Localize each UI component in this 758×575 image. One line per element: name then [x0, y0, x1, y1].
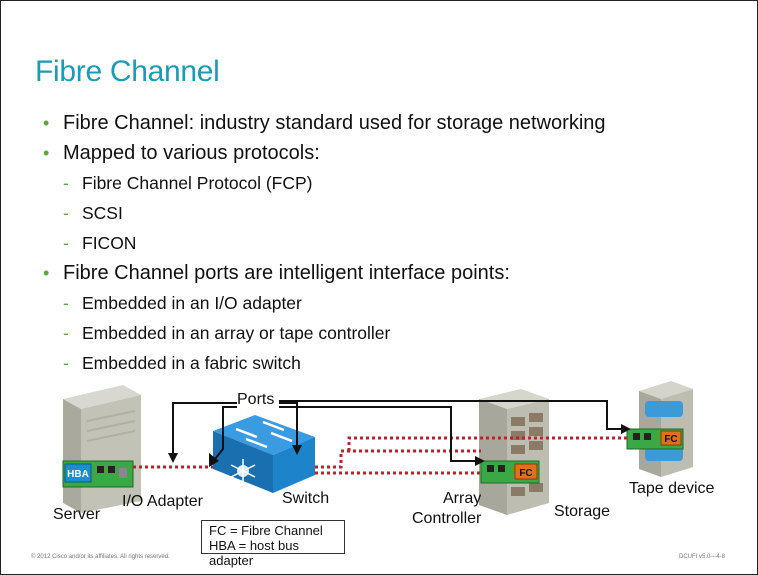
bullet-text: Fibre Channel: industry standard used fo… [63, 112, 606, 134]
bullet-dot-icon: • [43, 113, 50, 133]
bullet-text: SCSI [82, 203, 123, 223]
bullet-dash-icon: - [63, 173, 69, 193]
bullet-text: Embedded in an array or tape controller [82, 323, 391, 343]
array-fc-card-icon: FC [480, 460, 540, 484]
bullet-dash-icon: - [63, 353, 69, 373]
switch-label: Switch [282, 490, 330, 507]
storage-array-icon [479, 389, 549, 515]
bullet-text: Mapped to various protocols: [63, 142, 320, 164]
tape-fc-card-icon: FC [626, 428, 684, 450]
hba-card-icon: HBA [62, 460, 134, 488]
switch-icon [213, 415, 315, 493]
link-switch-array-top [315, 449, 481, 469]
page-title: Fibre Channel [35, 55, 220, 88]
bullet-dot-icon: • [43, 263, 50, 283]
port-arrows [172, 400, 625, 462]
bullet-item: -SCSI [41, 199, 606, 229]
hba-chip-label: HBA [67, 469, 89, 480]
ports-label: Ports [237, 391, 275, 408]
array-fc-chip-label: FC [519, 468, 532, 479]
io-adapter-label: I/O Adapter [122, 493, 203, 510]
link-switch-tape [347, 436, 627, 451]
bullet-item: • Fibre Channel: industry standard used f… [41, 109, 606, 139]
bullet-dash-icon: - [63, 233, 69, 253]
server-label: Server [53, 506, 101, 523]
bullet-dash-icon: - [63, 293, 69, 313]
array-label: Array [443, 490, 482, 507]
tape-fc-chip-label: FC [664, 434, 677, 445]
bullet-text: FICON [82, 233, 137, 253]
bullet-item: -Embedded in a fabric switch [41, 349, 606, 379]
bullet-dot-icon: • [43, 143, 50, 163]
bullet-text: Embedded in a fabric switch [82, 353, 301, 373]
bullet-item: -Fibre Channel Protocol (FCP) [41, 169, 606, 199]
controller-label: Controller [412, 510, 482, 527]
bullet-text: Embedded in an I/O adapter [82, 293, 302, 313]
legend-fc: FC = Fibre Channel [209, 523, 323, 538]
arrowheads [168, 424, 631, 467]
footer-course-code: DCUFI v5.0—4-8 [679, 554, 726, 560]
bullet-dash-icon: - [63, 203, 69, 223]
tape-device-label: Tape device [629, 480, 715, 497]
fibre-links [133, 436, 627, 475]
bullet-item: -FICON [41, 229, 606, 259]
bullet-item: -Embedded in an array or tape controller [41, 319, 606, 349]
bullet-text: Fibre Channel Protocol (FCP) [82, 173, 313, 193]
bullet-item: • Fibre Channel ports are intelligent int… [41, 259, 606, 289]
footer-copyright: © 2012 Cisco and/or its affiliates. All … [31, 554, 170, 560]
bullet-text: Fibre Channel ports are intelligent inte… [63, 262, 510, 284]
bullet-list: • Fibre Channel: industry standard used f… [41, 109, 606, 379]
legend-box: FC = Fibre Channel HBA = host bus adapte… [201, 520, 345, 568]
legend-hba: HBA = host bus adapter [209, 538, 299, 568]
bullet-item: -Embedded in an I/O adapter [41, 289, 606, 319]
bullet-item: • Mapped to various protocols: [41, 139, 606, 169]
bullet-dash-icon: - [63, 323, 69, 343]
storage-label: Storage [554, 503, 611, 520]
